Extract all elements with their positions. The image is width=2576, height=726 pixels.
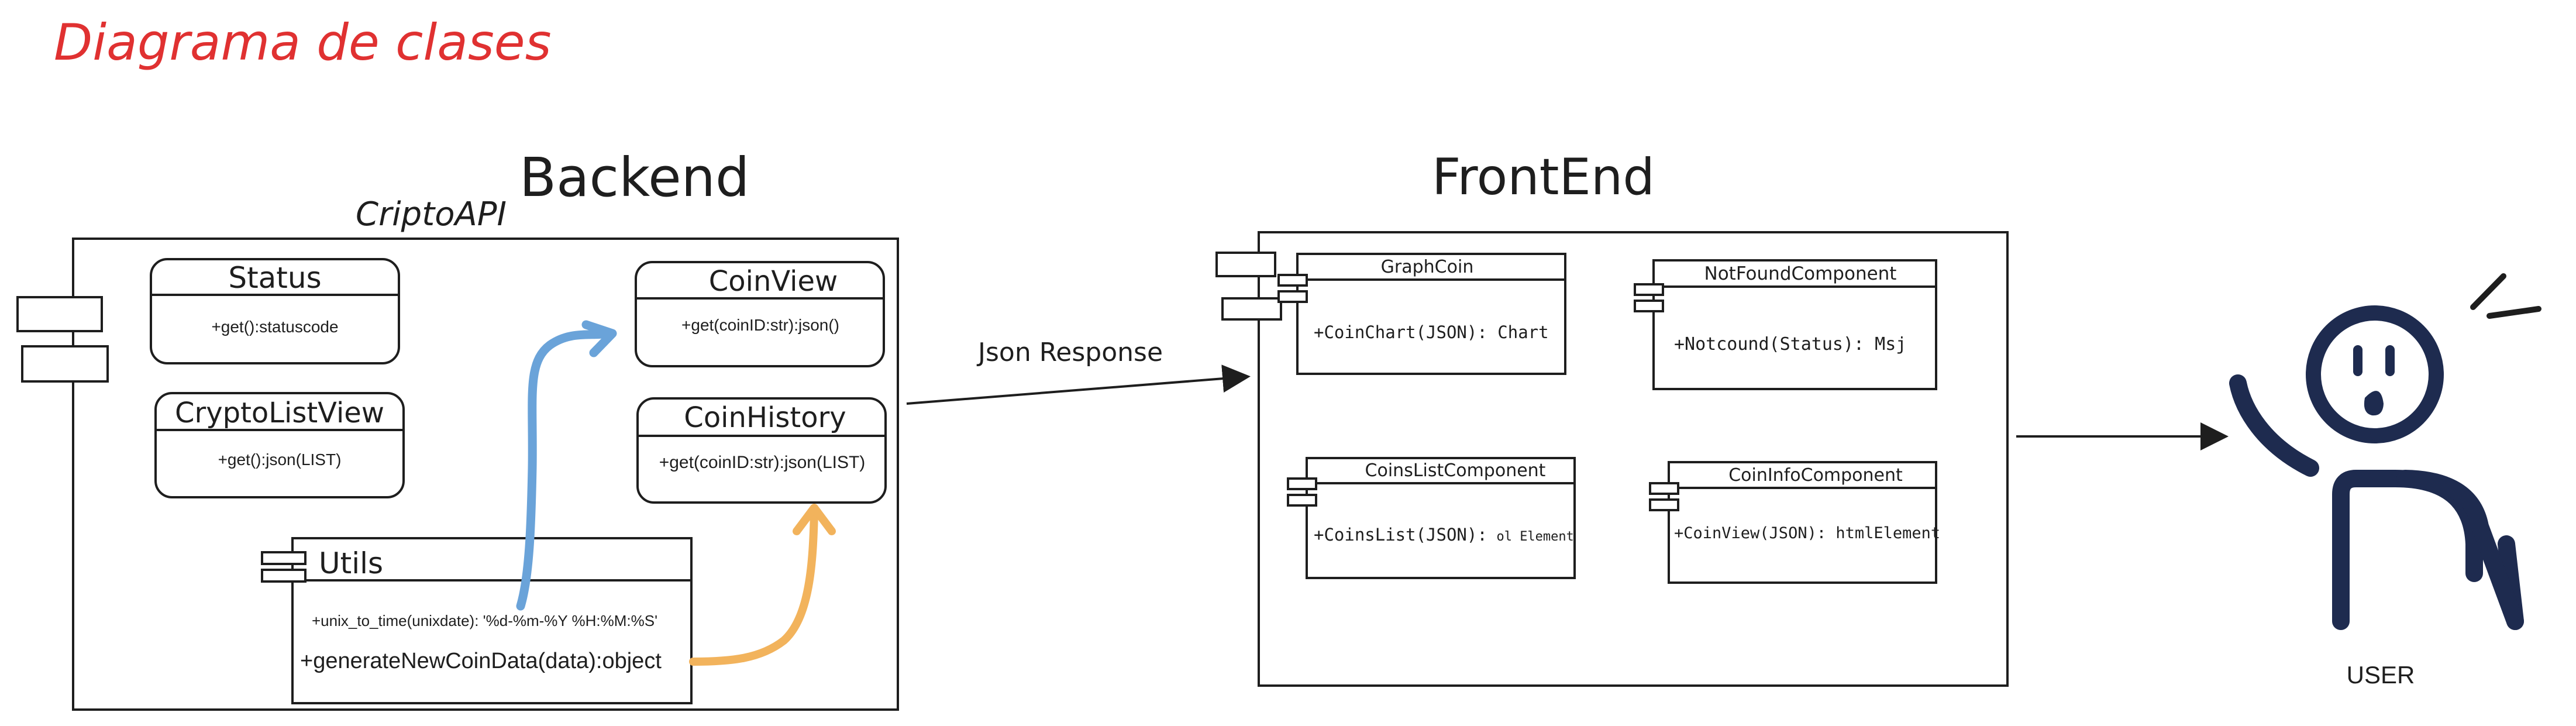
utils-port-top: [261, 551, 306, 565]
backend-component-box: [16, 238, 899, 711]
component-coinslist-method-main: +CoinsList(JSON):: [1314, 525, 1487, 545]
component-graphcoin: GraphCoin +CoinChart(JSON): Chart: [1277, 253, 1566, 375]
class-status: Status +get():statuscode: [150, 258, 400, 364]
class-utils-name: Utils: [319, 546, 383, 580]
user-label: USER: [2347, 661, 2415, 689]
component-coininfo-method: +CoinView(JSON): htmlElement: [1674, 524, 1940, 542]
user-raised-arm: [2229, 374, 2319, 477]
user-mouth: [2364, 391, 2384, 416]
backend-heading: Backend: [519, 146, 749, 209]
component-coininfo: CoinInfoComponent +CoinView(JSON): htmlE…: [1649, 461, 1940, 584]
class-cryptolistview: CryptoListView +get():json(LIST): [154, 392, 405, 498]
class-status-method: +get():statuscode: [211, 318, 338, 336]
component-coinslist-method: +CoinsList(JSON): ol Element: [1314, 525, 1574, 545]
json-response-arrow: [906, 364, 1251, 405]
component-graphcoin-method: +CoinChart(JSON): Chart: [1314, 322, 1549, 342]
class-coinhistory-method: +get(coinID:str):json(LIST): [659, 453, 866, 472]
user-head: [2306, 305, 2444, 443]
frontend-component-port-top: [1215, 252, 1276, 277]
frontend-component-port-bottom: [1221, 297, 1282, 321]
component-notfound: NotFoundComponent +Notcound(Status): Msj: [1634, 259, 1937, 390]
class-coinhistory-name: CoinHistory: [684, 401, 846, 434]
class-cryptolistview-method: +get():json(LIST): [218, 450, 342, 469]
class-utils-method-unix: +unix_to_time(unixdate): '%d-%m-%Y %H:%M…: [312, 612, 657, 629]
class-cryptolistview-name: CryptoListView: [175, 397, 384, 429]
notfound-port-bottom: [1634, 300, 1664, 312]
coinslist-port-bottom: [1287, 494, 1317, 507]
backend-component-port-top: [16, 296, 103, 332]
graphcoin-port-bottom: [1277, 290, 1308, 303]
class-utils-method-generate: +generateNewCoinData(data):object: [300, 649, 662, 673]
component-coinslist: CoinsListComponent +CoinsList(JSON): ol …: [1287, 457, 1576, 579]
utils-port-bottom: [261, 569, 306, 583]
class-utils: Utils +unix_to_time(unixdate): '%d-%m-%Y…: [261, 537, 693, 704]
user-figure-icon: [2229, 273, 2541, 630]
component-notfound-name: NotFoundComponent: [1704, 263, 1897, 284]
component-coinslist-name: CoinsListComponent: [1365, 460, 1546, 481]
class-coinview: CoinView +get(coinID:str):json(): [635, 261, 885, 367]
class-status-name: Status: [228, 261, 321, 295]
blue-arrow-utils-to-coinview: [516, 320, 617, 611]
class-coinview-method: +get(coinID:str):json(): [681, 316, 839, 334]
frontend-heading: FrontEnd: [1432, 148, 1655, 207]
orange-arrow-utils-to-coinhistory: [689, 504, 836, 666]
class-coinhistory: CoinHistory +get(coinID:str):json(LIST): [636, 397, 887, 504]
class-coinview-name: CoinView: [709, 265, 838, 298]
json-response-label: Json Response: [976, 338, 1163, 367]
component-graphcoin-name: GraphCoin: [1381, 257, 1474, 277]
component-notfound-method: +Notcound(Status): Msj: [1674, 334, 1906, 355]
coininfo-port-top: [1649, 482, 1679, 495]
user-leg-right: [2396, 470, 2524, 630]
component-coinslist-method-type: ol Element: [1496, 529, 1573, 544]
frontend-component-box: [1215, 231, 2009, 687]
coinslist-port-top: [1287, 477, 1317, 490]
user-exclaim-line-1: [2470, 273, 2506, 310]
graphcoin-port-top: [1277, 274, 1308, 287]
backend-component-port-bottom: [21, 345, 109, 383]
notfound-port-top: [1634, 283, 1664, 296]
user-exclaim-line-2: [2487, 306, 2541, 319]
diagram-title: Diagrama de clases: [54, 13, 552, 72]
coininfo-port-bottom: [1649, 498, 1679, 511]
component-coininfo-name: CoinInfoComponent: [1728, 465, 1903, 486]
criptoapi-package-name: CriptoAPI: [356, 195, 507, 233]
